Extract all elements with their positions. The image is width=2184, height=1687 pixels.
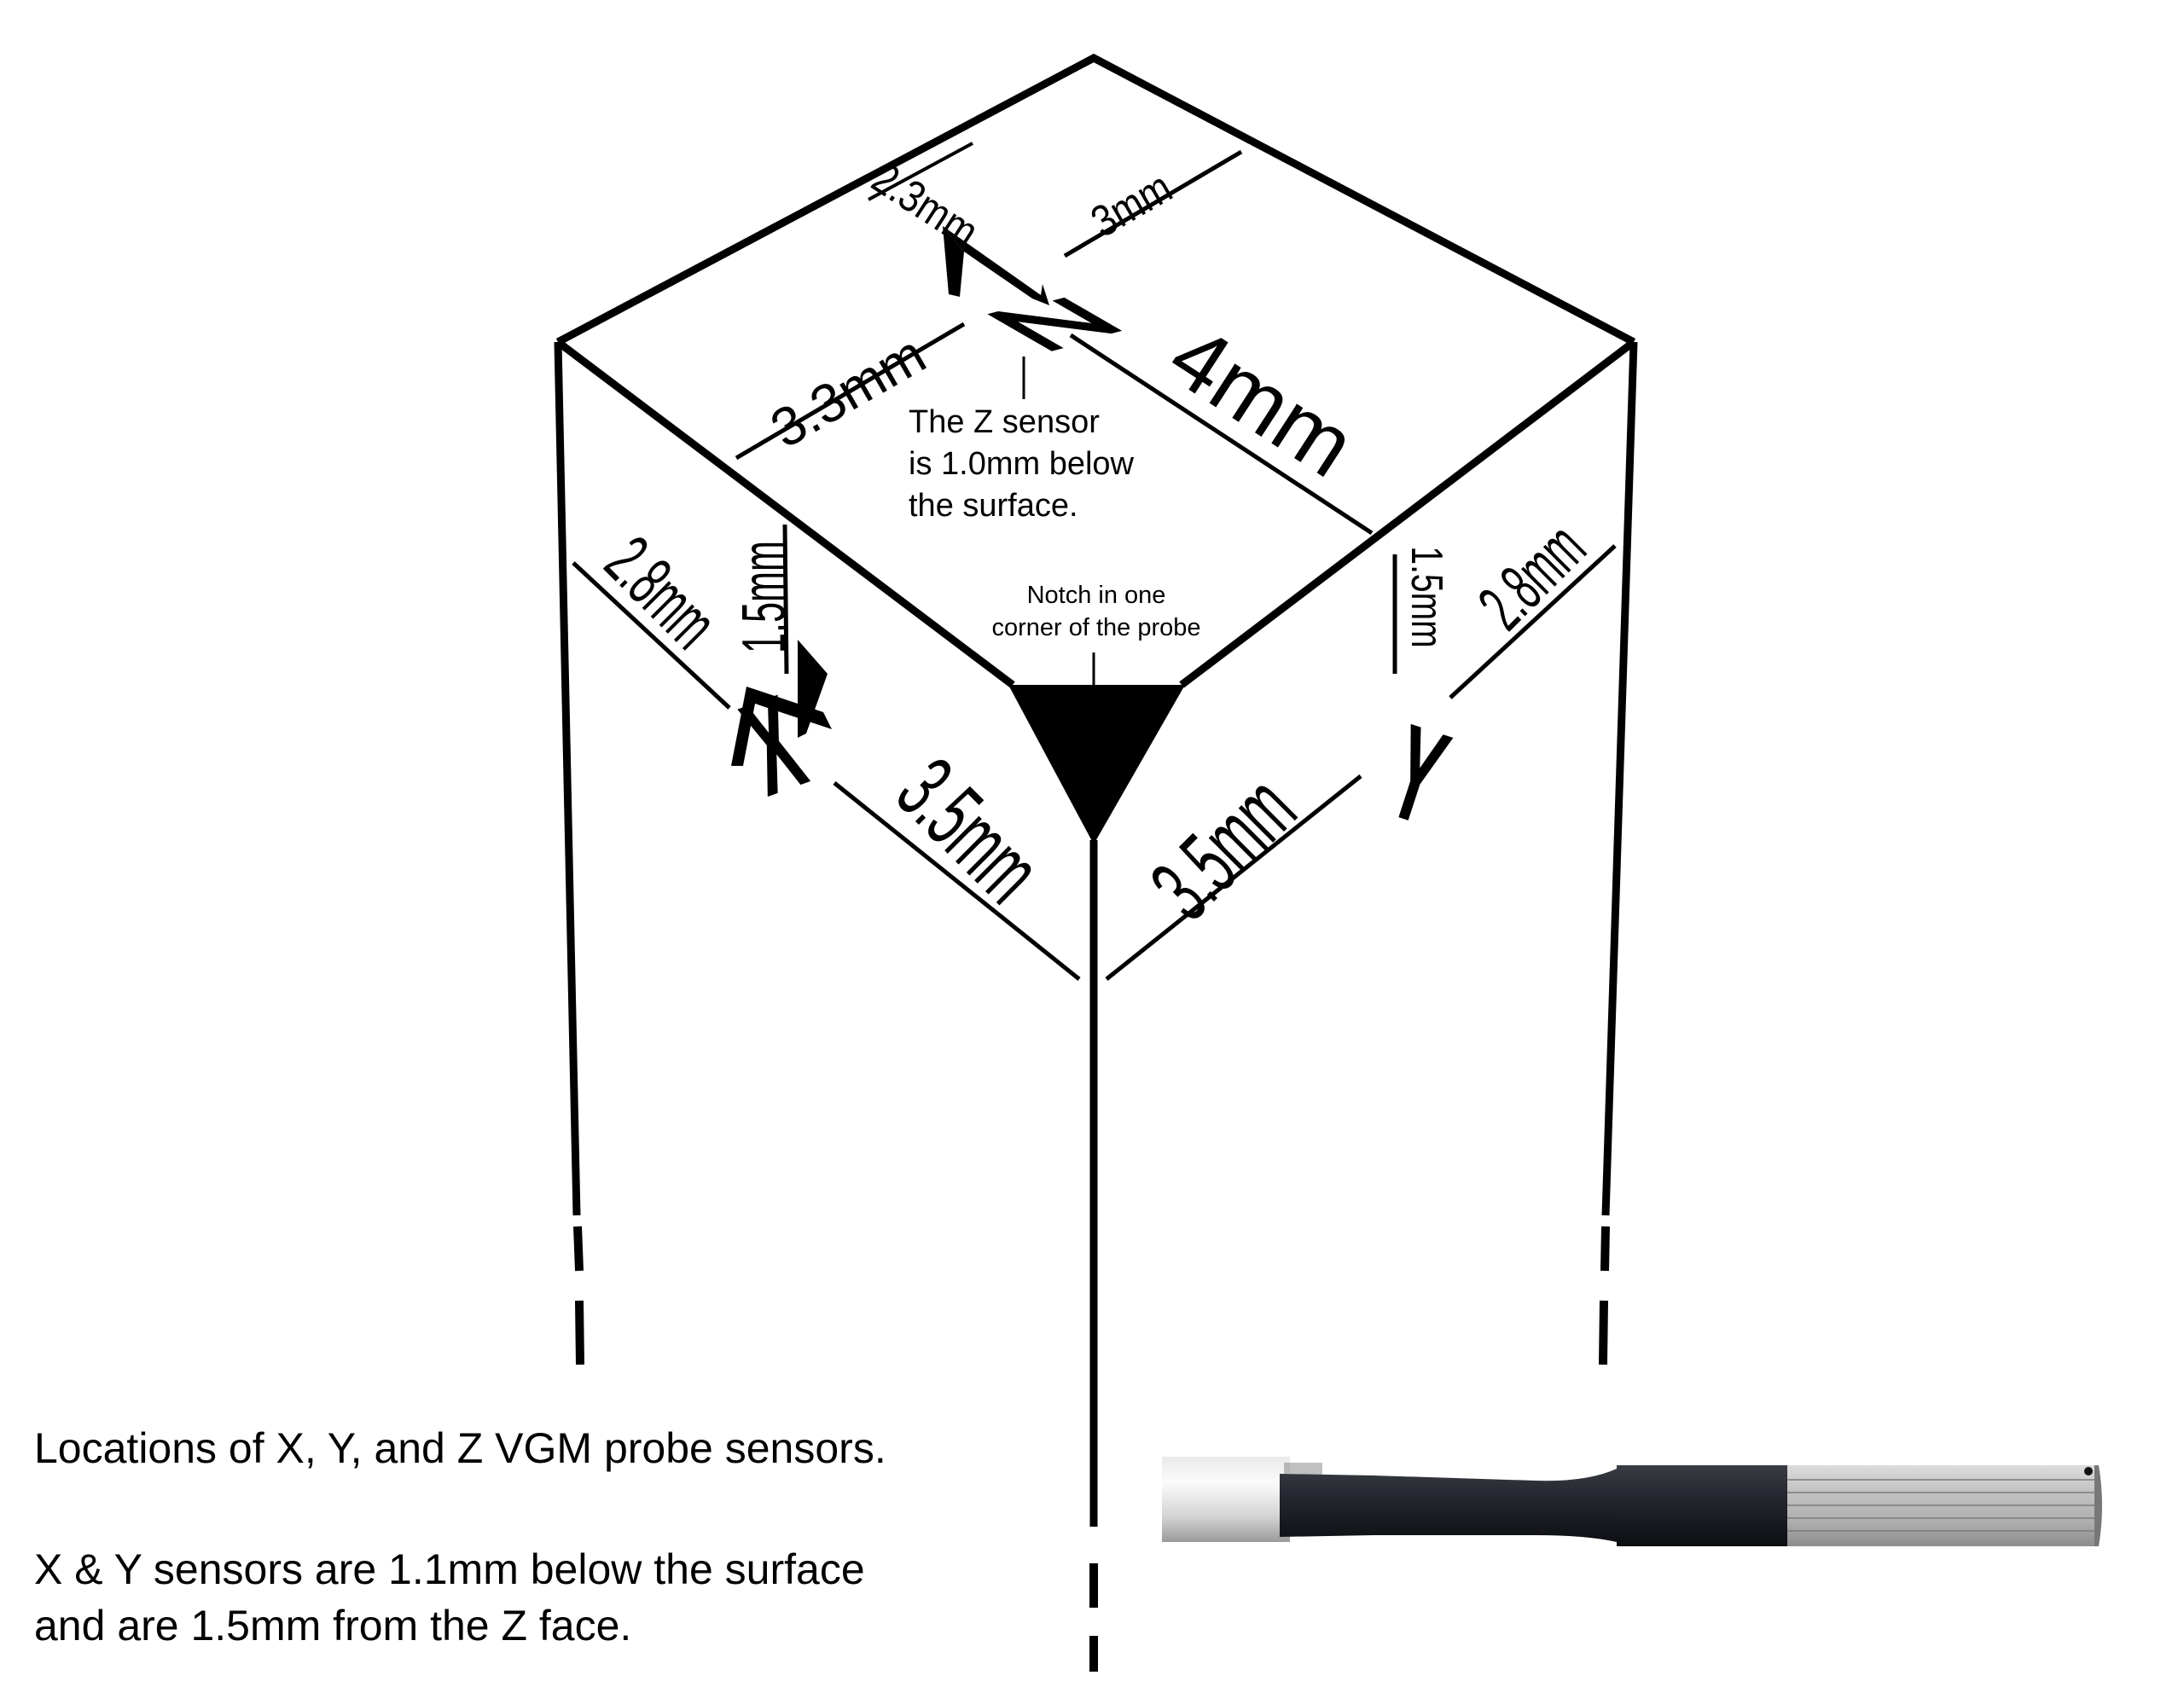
y-axis-letter: Y [1372, 696, 1463, 854]
z-axis-letter: Z [961, 287, 1150, 359]
dim-x-top: 2.8mm [590, 523, 732, 664]
dim-y-bottom: 3.5mm [1132, 757, 1314, 938]
caption-detail-line-2: and are 1.5mm from the Z face. [34, 1602, 632, 1649]
dashed-continuations [573, 1226, 1610, 1672]
caption-title: Locations of X, Y, and Z VGM probe senso… [34, 1424, 886, 1472]
x-axis-label [731, 640, 832, 766]
axis-labels [731, 226, 1049, 766]
dim-z-right: 4mm [1153, 306, 1372, 496]
dim-y-top: 2.8mm [1465, 509, 1600, 644]
notch-note-line-2: corner of the probe [991, 614, 1200, 641]
dim-x-offset: 1.5mm [729, 541, 799, 653]
dimension-lines [572, 142, 1617, 981]
cube-outline [554, 53, 1638, 1527]
notch-note: Notch in one corner of the probe [991, 582, 1200, 641]
notch-marker [1008, 685, 1185, 844]
z-axis-label [943, 226, 1049, 305]
dim-x-bottom: 3.5mm [878, 739, 1060, 921]
notch-note-line-1: Notch in one [1027, 582, 1166, 609]
probe-photo [1162, 1457, 2102, 1546]
z-sensor-note-line-1: The Z sensor [909, 404, 1100, 440]
z-sensor-note-line-2: is 1.0mm below [909, 446, 1135, 482]
caption-detail-line-1: X & Y sensors are 1.1mm below the surfac… [34, 1545, 865, 1593]
z-sensor-note-line-3: the surface. [909, 488, 1078, 524]
dim-y-offset: 1.5mm [1403, 546, 1453, 647]
z-sensor-note: The Z sensor is 1.0mm below the surface. [909, 404, 1135, 524]
